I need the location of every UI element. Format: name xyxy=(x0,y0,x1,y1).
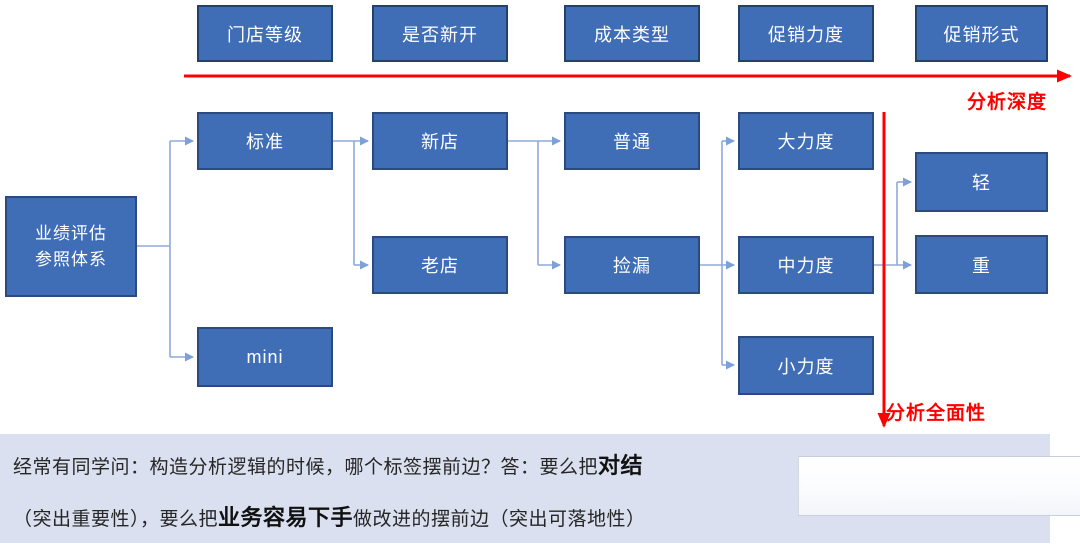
node-heavy-form: 重 xyxy=(915,235,1048,294)
root-label-line2: 参照体系 xyxy=(35,249,107,269)
note-line2-text1: （突出重要性），要么把 xyxy=(13,509,219,530)
node-low-intensity: 小力度 xyxy=(738,336,874,395)
note-line-2: （突出重要性），要么把业务容易下手做改进的摆前边（突出可落地性） xyxy=(13,500,646,532)
node-mid-intensity: 中力度 xyxy=(738,236,874,294)
root-label-line1: 业绩评估 xyxy=(35,224,107,243)
node-mini: mini xyxy=(197,327,333,387)
node-high-intensity: 大力度 xyxy=(738,112,874,170)
node-bargain-cost: 捡漏 xyxy=(564,236,700,294)
header-promo-intensity: 促销力度 xyxy=(738,5,874,62)
node-new-store: 新店 xyxy=(372,112,508,170)
node-ordinary-cost: 普通 xyxy=(564,112,700,170)
note-line1-bold: 对结 xyxy=(598,453,644,478)
note-line2-bold: 业务容易下手 xyxy=(218,505,354,530)
node-old-store: 老店 xyxy=(372,236,508,294)
header-cost-type: 成本类型 xyxy=(564,5,700,62)
header-new-or-not: 是否新开 xyxy=(372,5,508,62)
comprehensive-axis-label: 分析全面性 xyxy=(886,403,987,424)
node-light-form: 轻 xyxy=(915,152,1048,212)
depth-axis-label: 分析深度 xyxy=(966,92,1047,113)
header-promo-form: 促销形式 xyxy=(915,5,1048,62)
white-redaction-patch xyxy=(798,456,1080,516)
node-standard: 标准 xyxy=(197,112,333,170)
node-performance-reference-root: 业绩评估 参照体系 xyxy=(5,196,137,297)
header-store-level: 门店等级 xyxy=(197,5,333,62)
note-line1-text: 经常有同学问：构造分析逻辑的时候，哪个标签摆前边？答：要么把 xyxy=(13,457,599,478)
note-block: 经常有同学问：构造分析逻辑的时候，哪个标签摆前边？答：要么把对结 （突出重要性）… xyxy=(0,434,1050,543)
note-line-1: 经常有同学问：构造分析逻辑的时候，哪个标签摆前边？答：要么把对结 xyxy=(13,448,643,480)
note-line2-text2: 做改进的摆前边（突出可落地性） xyxy=(353,509,646,530)
